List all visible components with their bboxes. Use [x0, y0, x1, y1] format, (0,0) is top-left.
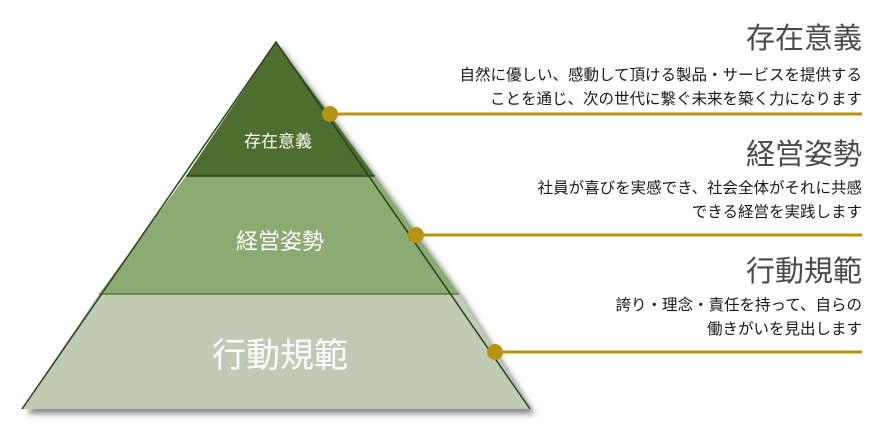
- callout-title-3: 行動規範: [745, 254, 862, 288]
- callout-desc-1-line-2: ことを通じ、次の世代に繋ぐ未来を築く力になります: [489, 90, 862, 108]
- connector-dot-2: [408, 227, 424, 243]
- connector-dot-1: [322, 106, 338, 122]
- callout-desc-2: 社員が喜びを実感でき、社会全体がそれに共感 できる経営を実践します: [538, 176, 862, 224]
- callout-title-2: 経営姿勢: [745, 137, 862, 171]
- tier-label-bottom: 行動規範: [212, 336, 348, 376]
- tier-label-middle: 経営姿勢: [236, 230, 324, 255]
- callout-desc-2-line-2: できる経営を実践します: [691, 203, 862, 221]
- pyramid-tier-top: [186, 42, 375, 176]
- pyramid-tier-middle: [99, 176, 459, 294]
- pyramid-outline: [21, 40, 531, 410]
- connector-dot-3: [487, 344, 503, 360]
- callout-desc-1-line-1: 自然に優しい、感動して頂ける製品・サービスを提供する: [459, 66, 862, 84]
- callout-desc-2-line-1: 社員が喜びを実感でき、社会全体がそれに共感: [537, 179, 862, 197]
- callout-title-1: 存在意義: [745, 21, 862, 55]
- callout-desc-3: 誇り・理念・責任を持って、自らの 働きがいを見出します: [616, 293, 862, 341]
- pyramid-tier-bottom: [22, 294, 530, 409]
- tier-label-top: 存在意義: [244, 132, 312, 152]
- callout-desc-1: 自然に優しい、感動して頂ける製品・サービスを提供する ことを通じ、次の世代に繋ぐ…: [459, 63, 862, 111]
- callout-desc-3-line-2: 働きがいを見出します: [706, 320, 862, 338]
- callout-desc-3-line-1: 誇り・理念・責任を持って、自らの: [615, 296, 862, 314]
